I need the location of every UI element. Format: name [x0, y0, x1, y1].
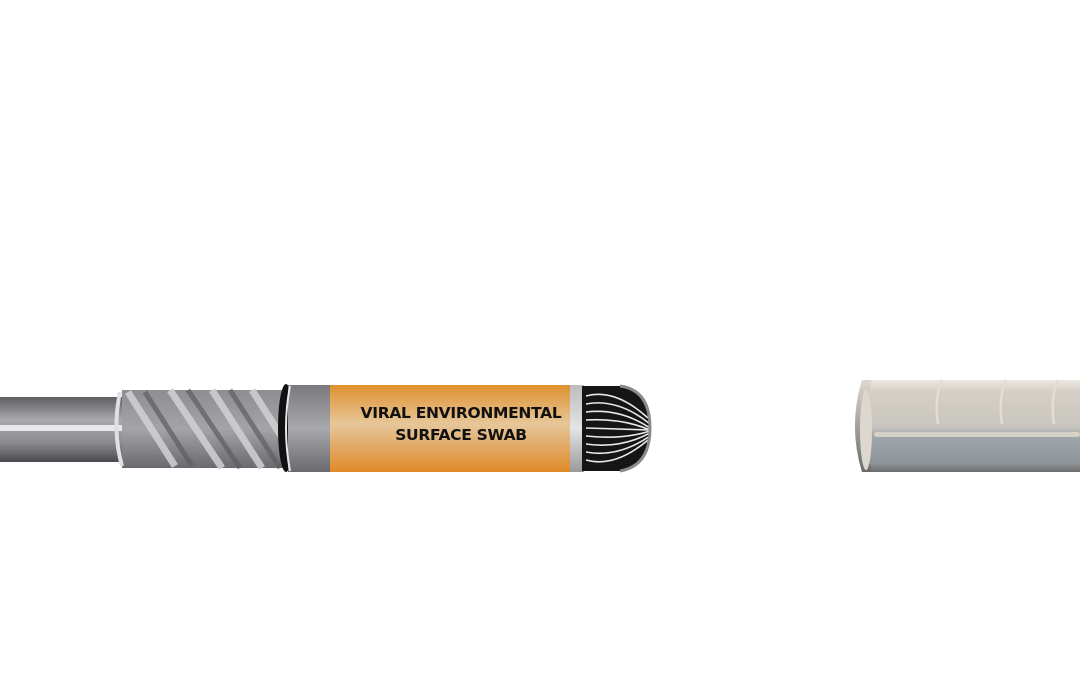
label-line-2: SURFACE SWAB [395, 426, 527, 444]
swab-tube [855, 379, 1080, 472]
label-line-1: VIRAL ENVIRONMENTAL [361, 404, 562, 422]
swab-collar [288, 385, 332, 472]
swab-band [570, 385, 584, 472]
swab-tip [582, 384, 652, 473]
swab-shaft [0, 397, 130, 462]
swab-label: VIRAL ENVIRONMENTAL SURFACE SWAB [330, 385, 572, 472]
spiral-grip [114, 384, 294, 472]
